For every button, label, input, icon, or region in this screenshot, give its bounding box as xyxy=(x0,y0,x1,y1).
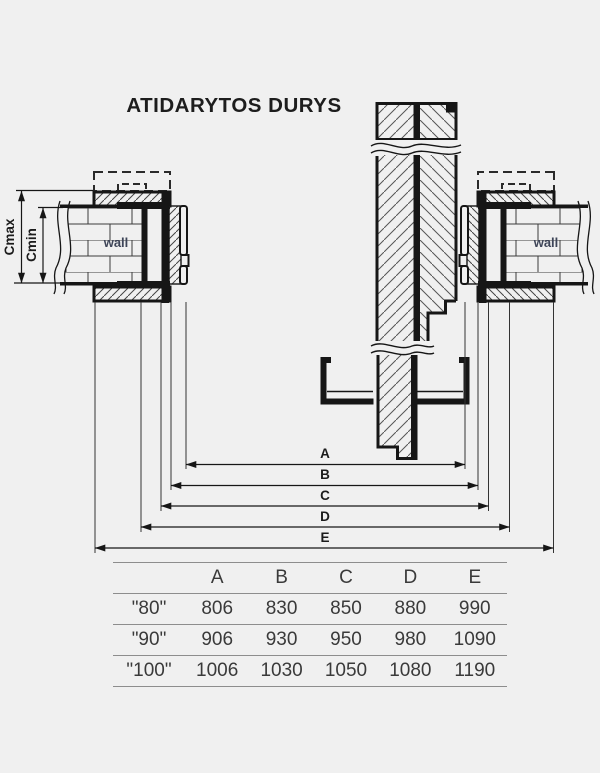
cell: 980 xyxy=(394,629,427,650)
leaf-break-wave xyxy=(370,343,435,349)
cell: 880 xyxy=(394,598,427,619)
table-header-row: A B C D E xyxy=(113,562,507,594)
dim-label-a: A xyxy=(320,446,330,461)
c-dimensions xyxy=(14,189,93,284)
row-label: "80" xyxy=(131,598,167,619)
wall-label-left: wall xyxy=(103,235,129,250)
col-header-a: A xyxy=(210,567,224,588)
handle-left-bracket xyxy=(320,357,374,405)
dim-label-c: C xyxy=(320,488,330,503)
corner-cell xyxy=(113,563,185,594)
cell: 1190 xyxy=(454,660,496,681)
cell: 1006 xyxy=(196,660,239,681)
dim-label-d: D xyxy=(320,509,330,524)
cell: 906 xyxy=(201,629,234,650)
dim-label-b: B xyxy=(320,467,330,482)
row-label: "90" xyxy=(131,629,167,650)
col-header-d: D xyxy=(403,567,418,588)
cell: 806 xyxy=(201,598,234,619)
cell: 1090 xyxy=(453,629,496,650)
cmax-label: Cmax xyxy=(2,218,17,255)
right-wall-assembly xyxy=(458,170,600,305)
cell: 990 xyxy=(458,598,491,619)
cell: 1030 xyxy=(260,660,303,681)
size-table: A B C D E "80" 806 830 850 880 990 "90" xyxy=(113,562,507,687)
cell: 830 xyxy=(265,598,298,619)
cmin-label: Cmin xyxy=(24,228,39,262)
handle-right-bracket xyxy=(416,357,470,405)
technical-drawing: ATIDARYTOS DURYS wall wall xyxy=(2,94,600,553)
dimension-lines xyxy=(94,461,554,552)
leaf-break-wave xyxy=(370,149,462,156)
cell: 930 xyxy=(265,629,298,650)
dimension-extension-lines xyxy=(94,302,554,553)
cell: 1080 xyxy=(389,660,432,681)
door-handle xyxy=(320,357,470,405)
door-leaf xyxy=(370,102,463,460)
table-row: "100" 1006 1030 1050 1080 1190 xyxy=(113,656,507,687)
table-row: "80" 806 830 850 880 990 xyxy=(113,594,507,625)
cell: 950 xyxy=(330,629,362,650)
wall-label-right: wall xyxy=(533,235,559,250)
cell: 850 xyxy=(330,598,362,619)
cell: 1050 xyxy=(324,660,368,681)
col-header-c: C xyxy=(339,567,353,588)
page-title: ATIDARYTOS DURYS xyxy=(126,94,341,117)
dim-label-e: E xyxy=(320,530,329,545)
col-header-b: B xyxy=(275,567,288,588)
row-label: "100" xyxy=(126,660,172,681)
table-row: "90" 906 930 950 980 1090 xyxy=(113,625,507,656)
col-header-e: E xyxy=(468,567,482,588)
leaf-break-wave xyxy=(370,142,462,149)
leaf-break-wave xyxy=(370,350,435,356)
